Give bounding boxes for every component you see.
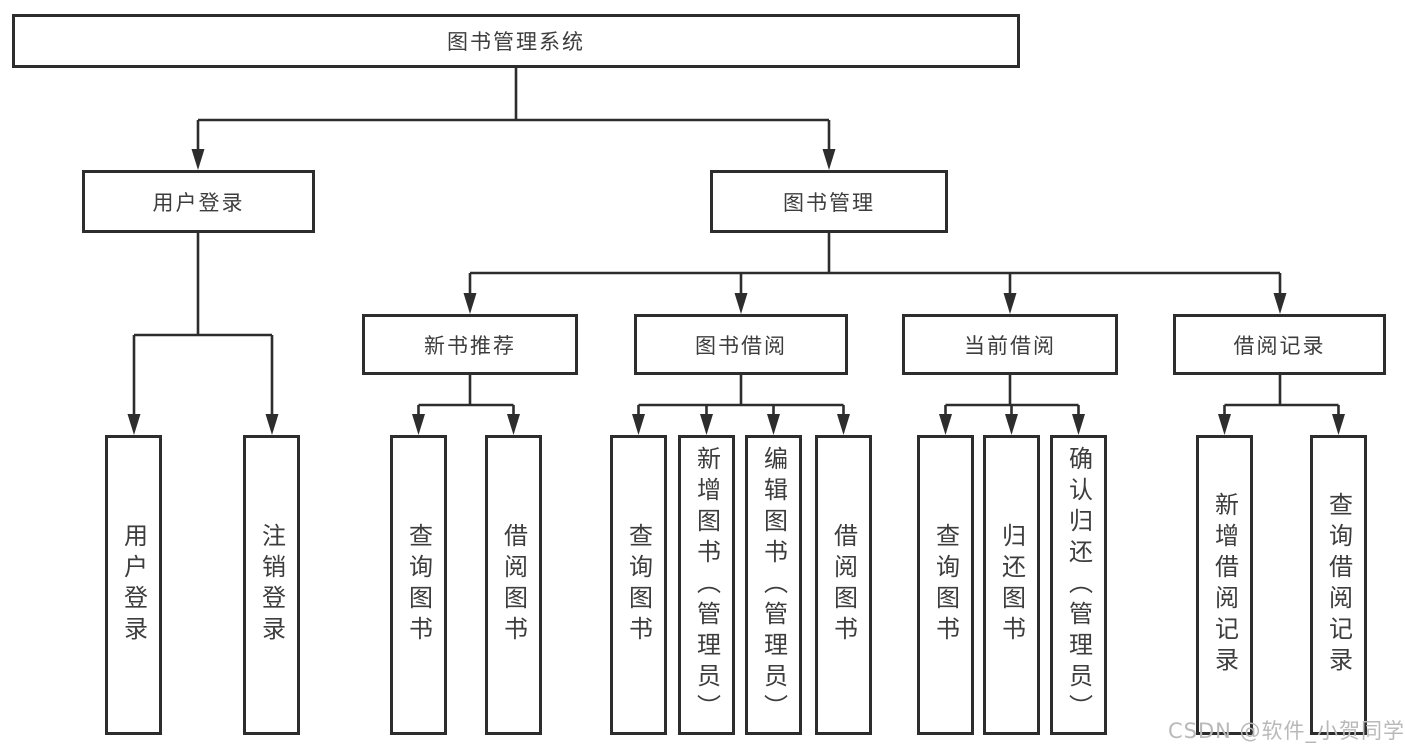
leaf-return-book: 归还图书 (983, 435, 1040, 735)
leaf-confirm-return-admin: 确认归还（管理员） (1050, 435, 1107, 735)
node-book-management-system: 图书管理系统 (12, 14, 1020, 68)
node-label: 归还图书 (997, 523, 1026, 647)
node-label: 确认归还（管理员） (1064, 445, 1093, 725)
node-label: 图书借阅 (695, 333, 787, 358)
node-label: 图书管理 (783, 190, 875, 215)
node-label: 用户登录 (152, 190, 245, 215)
node-label: 查询图书 (404, 523, 433, 647)
leaf-logout: 注销登录 (243, 435, 300, 735)
node-borrow-records: 借阅记录 (1173, 314, 1386, 375)
node-user-login: 用户登录 (82, 170, 315, 233)
node-label: 新增借阅记录 (1210, 492, 1239, 678)
leaf-query-book-3: 查询图书 (917, 435, 974, 735)
node-label: 新书推荐 (424, 333, 516, 358)
leaf-user-login: 用户登录 (105, 435, 162, 735)
node-label: 查询图书 (624, 523, 653, 647)
node-book-borrow: 图书借阅 (634, 314, 848, 375)
node-new-book-recommend: 新书推荐 (362, 314, 578, 375)
leaf-query-book-2: 查询图书 (610, 435, 667, 735)
csdn-watermark: CSDN @软件_小贺同学 (1168, 719, 1405, 743)
leaf-borrow-book-1: 借阅图书 (485, 435, 542, 735)
node-label: 注销登录 (257, 523, 286, 647)
node-label: 借阅记录 (1233, 333, 1326, 358)
node-book-management: 图书管理 (710, 170, 948, 233)
leaf-add-borrow-record: 新增借阅记录 (1196, 435, 1253, 735)
leaf-edit-book-admin: 编辑图书（管理员） (745, 435, 802, 735)
node-label: 借阅图书 (499, 523, 528, 647)
node-label: 查询借阅记录 (1324, 492, 1353, 678)
node-label: 查询图书 (931, 523, 960, 647)
node-label: 新增图书（管理员） (692, 445, 721, 725)
node-label: 用户登录 (119, 523, 148, 647)
leaf-borrow-book-2: 借阅图书 (815, 435, 872, 735)
leaf-add-book-admin: 新增图书（管理员） (678, 435, 735, 735)
node-label: 当前借阅 (964, 333, 1056, 358)
node-label: 编辑图书（管理员） (759, 445, 788, 725)
leaf-query-book-1: 查询图书 (390, 435, 447, 735)
node-label: 图书管理系统 (447, 30, 585, 54)
leaf-query-borrow-record: 查询借阅记录 (1310, 435, 1367, 735)
node-label: 借阅图书 (829, 523, 858, 647)
node-current-borrow: 当前借阅 (902, 314, 1118, 375)
